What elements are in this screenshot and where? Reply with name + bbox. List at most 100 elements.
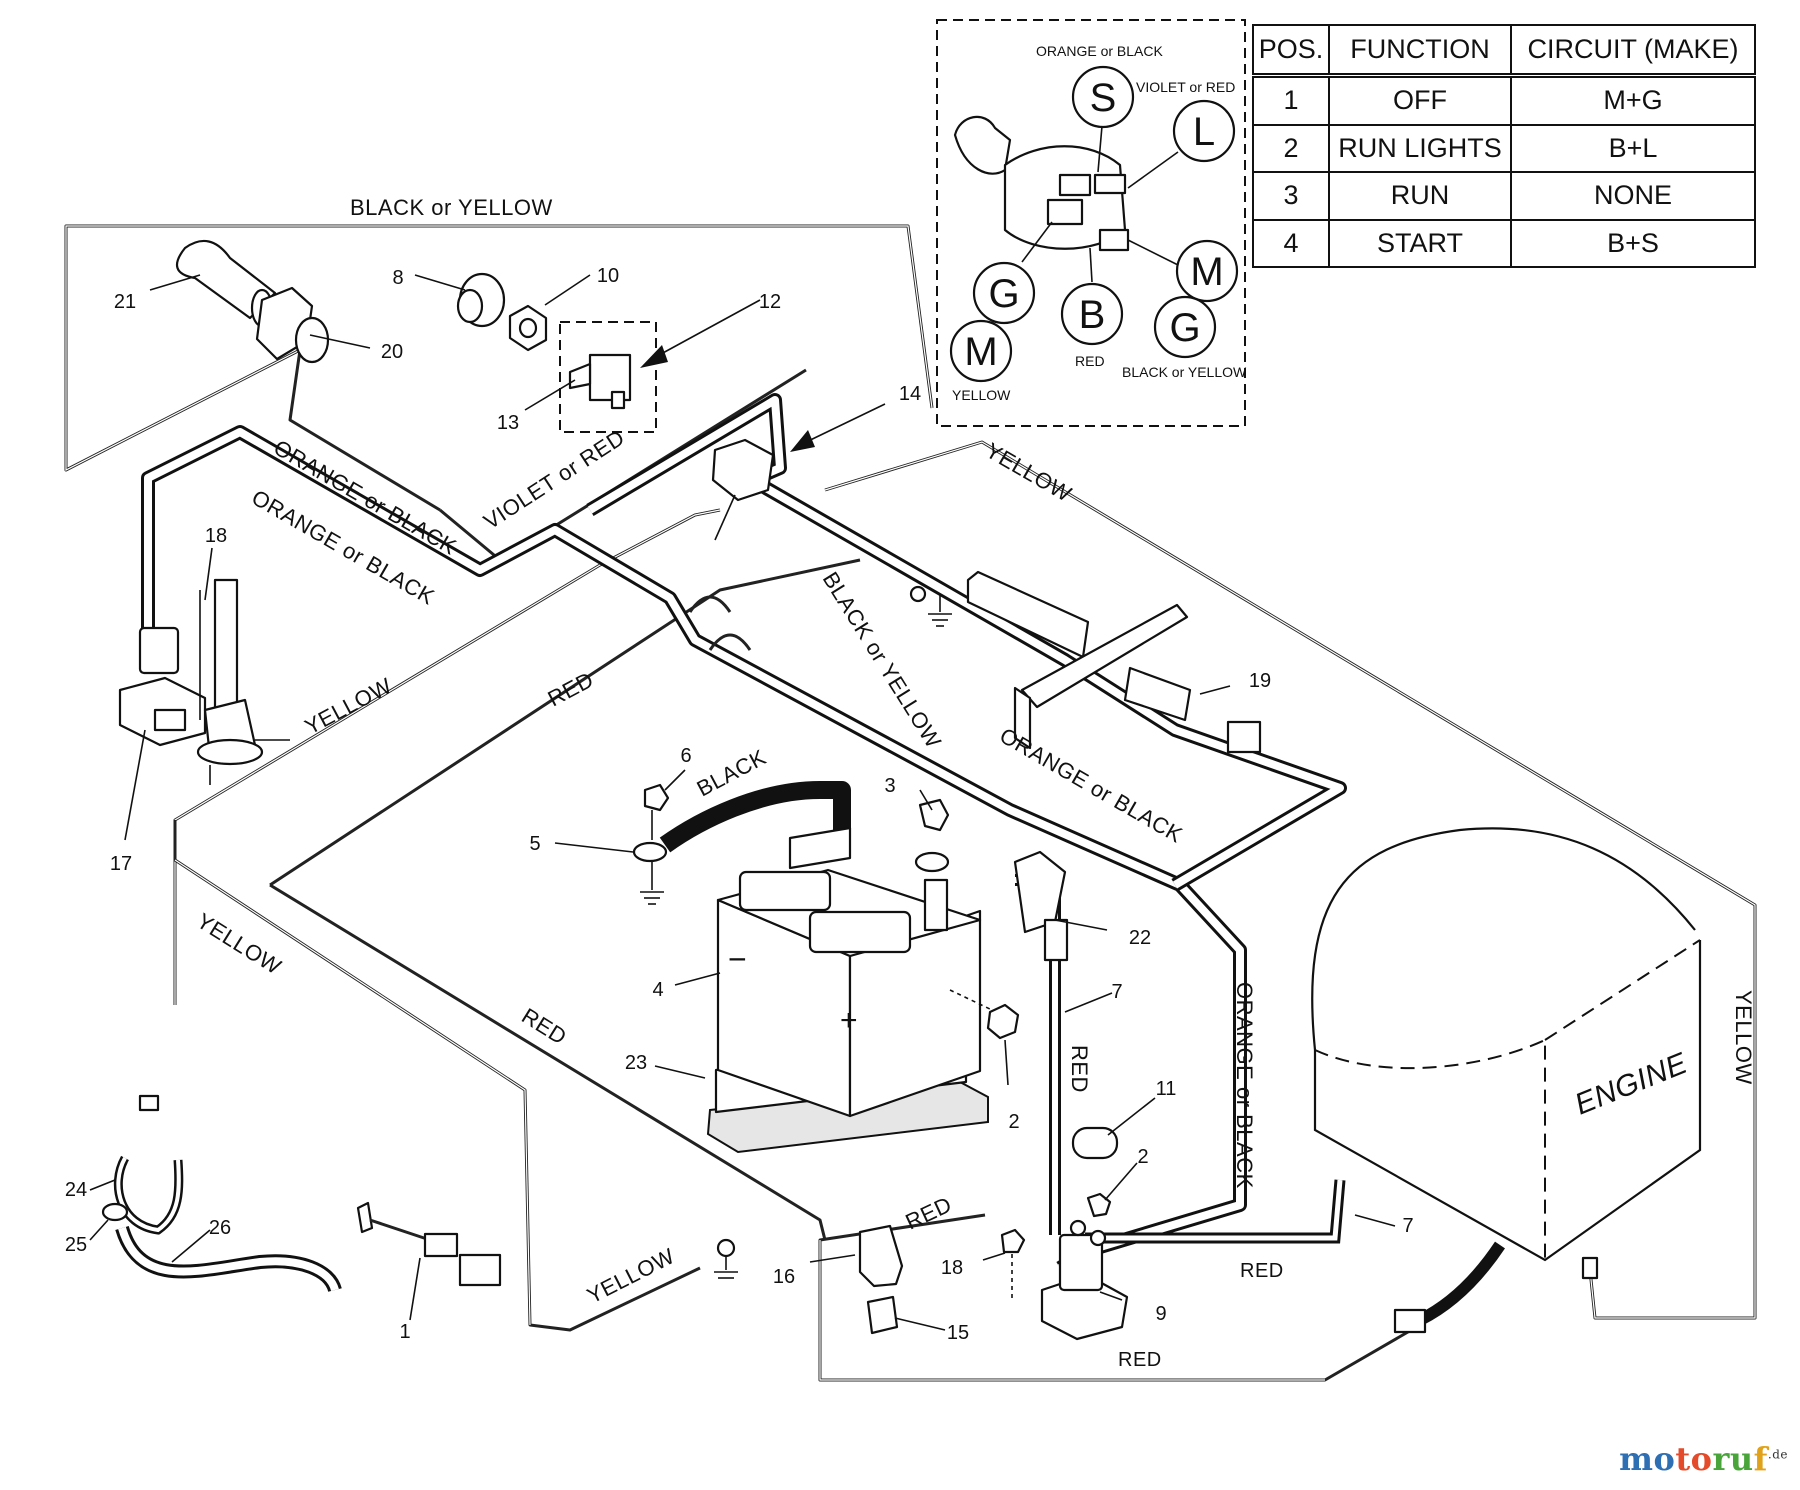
part-number-2a: 2: [1008, 1111, 1019, 1133]
part-number-2b: 2: [1137, 1146, 1148, 1168]
watermark-part-3: ru: [1712, 1440, 1754, 1478]
table-row: 4 START B+S: [1252, 218, 1756, 269]
row-circuit: B+L: [1510, 123, 1756, 174]
cover-16: [858, 1224, 904, 1288]
terminal-g-left: G: [988, 272, 1019, 316]
row-function: START: [1328, 218, 1512, 269]
part-number-22: 22: [1129, 927, 1151, 949]
row-function: OFF: [1328, 74, 1512, 126]
row-pos: 4: [1252, 218, 1330, 269]
part-number-26: 26: [209, 1217, 231, 1239]
part-number-11: 11: [1156, 1078, 1177, 1100]
part-number-7b: 7: [1402, 1215, 1413, 1237]
part-number-14: 14: [899, 383, 921, 405]
terminal-m-left: M: [964, 330, 997, 374]
inset-wire-labels: ORANGE or BLACK VIOLET or RED RED BLACK …: [952, 43, 1247, 403]
part-number-3: 3: [884, 775, 895, 797]
row-pos: 1: [1252, 74, 1330, 126]
label-orange-or-black-1: ORANGE or BLACK: [270, 435, 462, 560]
table-row: 2 RUN LIGHTS B+L: [1252, 123, 1756, 174]
part-number-25: 25: [65, 1234, 87, 1256]
part-number-23: 23: [625, 1052, 647, 1074]
label-red-cable-7: RED: [1067, 1045, 1092, 1093]
inset-label-orange-or-black: ORANGE or BLACK: [1036, 43, 1163, 59]
part-number-4: 4: [652, 979, 663, 1001]
label-orange-or-black-2: ORANGE or BLACK: [248, 485, 440, 610]
part-number-6: 6: [680, 745, 691, 767]
terminal-m-right: M: [1190, 250, 1223, 294]
terminal-boot: [1013, 850, 1069, 962]
header-circuit: CIRCUIT (MAKE): [1510, 24, 1756, 78]
header-pos: POS.: [1252, 24, 1330, 78]
inset-label-violet-or-red: VIOLET or RED: [1136, 79, 1235, 95]
label-red-lower-left: RED: [517, 1003, 571, 1050]
light-socket-part: [255, 286, 330, 364]
row-circuit: B+S: [1510, 218, 1756, 269]
starter-solenoid: [1040, 1192, 1129, 1341]
bracket-and-switch: [966, 570, 1262, 754]
watermark-part-2: to: [1675, 1440, 1713, 1478]
battery-plus: +: [840, 1004, 858, 1037]
table-row: 3 RUN NONE: [1252, 171, 1756, 221]
part-number-24: 24: [65, 1179, 87, 1201]
ground-symbol-upper: [909, 585, 952, 627]
part-number-17: 17: [110, 853, 132, 875]
terminal-letters: S L M G B G M: [964, 76, 1223, 374]
inset-label-black-or-yellow: BLACK or YELLOW: [1122, 364, 1247, 380]
watermark-part-1: mo: [1619, 1440, 1676, 1478]
battery-minus: −: [728, 941, 747, 977]
row-pos: 3: [1252, 171, 1330, 221]
label-yellow-right: YELLOW: [1731, 990, 1756, 1085]
label-orange-or-black-3: ORANGE or BLACK: [996, 723, 1188, 848]
ignition-switch-part: [559, 321, 657, 433]
clamp-24: [113, 1094, 184, 1235]
ground-symbol-lower: [714, 1238, 738, 1279]
switch-connector-part: [711, 438, 775, 541]
hose-26: [115, 1225, 342, 1293]
fuse-15: [866, 1295, 899, 1335]
part-number-5: 5: [529, 833, 540, 855]
watermark-part-4: f: [1753, 1440, 1768, 1478]
part-number-18b: 18: [941, 1257, 963, 1279]
switch-function-table: POS. FUNCTION CIRCUIT (MAKE) 1 OFF M+G 2…: [1252, 24, 1756, 269]
row-pos: 2: [1252, 123, 1330, 174]
label-red-near-9: RED: [1240, 1260, 1284, 1282]
battery-hardware: [632, 783, 1020, 1040]
label-black-or-yellow-top: BLACK or YELLOW: [350, 195, 553, 220]
leader-lines: [89, 274, 1396, 1331]
switch-inset: [936, 19, 1246, 427]
part-number-21: 21: [114, 291, 136, 313]
part-number-7a: 7: [1111, 981, 1122, 1003]
part-number-19: 19: [1249, 670, 1271, 692]
terminal-cover: [1071, 1126, 1119, 1160]
battery-cable-black: [659, 781, 851, 853]
part-numbers: 1 2 2 3 4 5 6 7 7 8 9 10 11 12 13 14 15 …: [65, 265, 1414, 1344]
battery-polarity: − +: [728, 941, 858, 1037]
part-number-10: 10: [597, 265, 619, 287]
hex-nut-part: [508, 304, 548, 352]
row-circuit: M+G: [1510, 74, 1756, 126]
part-number-1: 1: [399, 1321, 410, 1343]
header-function: FUNCTION: [1328, 24, 1512, 78]
terminal-b: B: [1079, 293, 1106, 337]
part-number-15: 15: [947, 1322, 969, 1344]
watermark-suffix: .de: [1767, 1447, 1788, 1462]
part-number-20: 20: [381, 341, 403, 363]
thin-harness-yellow-loop: [824, 440, 1757, 1320]
watermark-logo: motoruf.de: [1619, 1440, 1788, 1478]
part-number-9: 9: [1155, 1303, 1166, 1325]
clip-25: [101, 1202, 129, 1222]
label-black-or-yellow-mid: BLACK or YELLOW: [818, 567, 947, 752]
label-orange-or-black-vertical: ORANGE or BLACK: [1232, 982, 1257, 1189]
label-red-bottom: RED: [1118, 1349, 1162, 1371]
terminal-s: S: [1090, 76, 1117, 120]
part-number-13: 13: [497, 412, 519, 434]
inset-label-red: RED: [1075, 353, 1105, 369]
battery-part: [706, 826, 989, 1154]
thick-harness-orange-or-black: [141, 393, 1347, 1275]
terminal-l: L: [1193, 110, 1215, 154]
terminal-circles: [949, 65, 1239, 383]
label-red-near-16: RED: [902, 1192, 956, 1235]
part-number-12: 12: [759, 291, 781, 313]
part-number-16: 16: [773, 1266, 795, 1288]
